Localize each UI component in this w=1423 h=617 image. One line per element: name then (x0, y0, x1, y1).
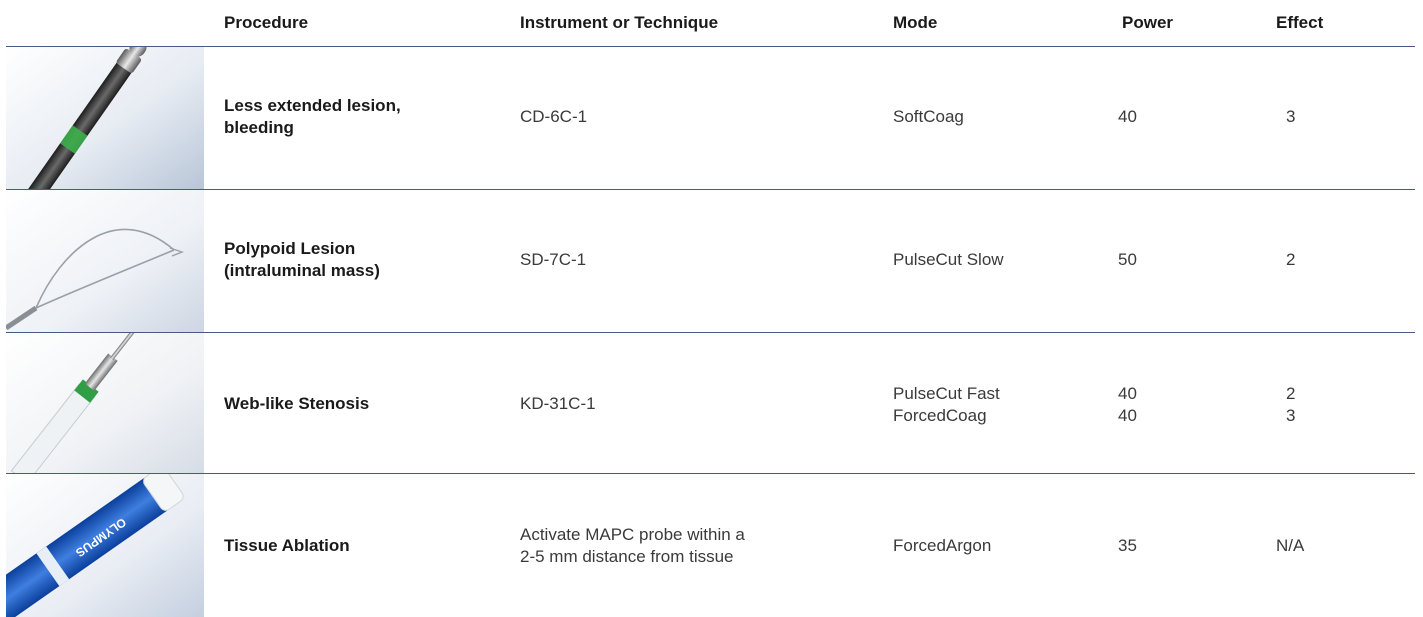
mode-cell: SoftCoag (893, 107, 964, 126)
table-row: Web-like Stenosis KD-31C-1 PulseCut Fast… (0, 333, 1423, 473)
mode-cell: ForcedArgon (893, 536, 992, 555)
needle-knife-image (6, 333, 204, 473)
mode-cell: PulseCut Slow (893, 250, 1004, 269)
procedure-cell: Less extended lesion, bleeding (224, 96, 401, 137)
power-cell: 40 40 (1118, 384, 1137, 425)
procedure-cell: Polypoid Lesion (intraluminal mass) (224, 239, 380, 280)
instrument-cell: CD-6C-1 (520, 107, 588, 126)
row-divider (6, 332, 1415, 333)
column-header-mode: Mode (893, 13, 938, 32)
instrument-cell: KD-31C-1 (520, 394, 596, 413)
effect-cell: 2 3 (1286, 384, 1296, 425)
column-header-effect: Effect (1276, 13, 1324, 32)
snare-loop-image (6, 190, 204, 332)
procedure-cell: Tissue Ablation (224, 536, 350, 555)
instrument-cell: Activate MAPC probe within a 2-5 mm dist… (520, 525, 745, 566)
column-header-instrument: Instrument or Technique (520, 13, 719, 32)
table-row: OLYMPUS Tissue Ablation Activate MAPC pr… (0, 474, 1423, 617)
effect-cell: 3 (1286, 107, 1296, 126)
effect-cell: 2 (1286, 250, 1296, 269)
row-divider (6, 473, 1415, 474)
header-divider (6, 46, 1415, 47)
table-row: Less extended lesion, bleeding CD-6C-1 S… (0, 47, 1423, 189)
mode-cell: PulseCut Fast ForcedCoag (893, 384, 1000, 425)
procedure-cell: Web-like Stenosis (224, 394, 370, 413)
table-row: Polypoid Lesion (intraluminal mass) SD-7… (0, 190, 1423, 332)
coagulation-probe-image (6, 47, 204, 189)
instrument-cell: SD-7C-1 (520, 250, 587, 269)
column-header-power: Power (1122, 13, 1174, 32)
row-divider (6, 189, 1415, 190)
table-header: Procedure Instrument or Technique Mode P… (0, 0, 1423, 46)
power-cell: 40 (1118, 107, 1137, 126)
column-header-procedure: Procedure (224, 13, 309, 32)
apc-probe-image: OLYMPUS (6, 474, 204, 617)
effect-cell: N/A (1276, 536, 1305, 555)
power-cell: 35 (1118, 536, 1137, 555)
power-cell: 50 (1118, 250, 1137, 269)
